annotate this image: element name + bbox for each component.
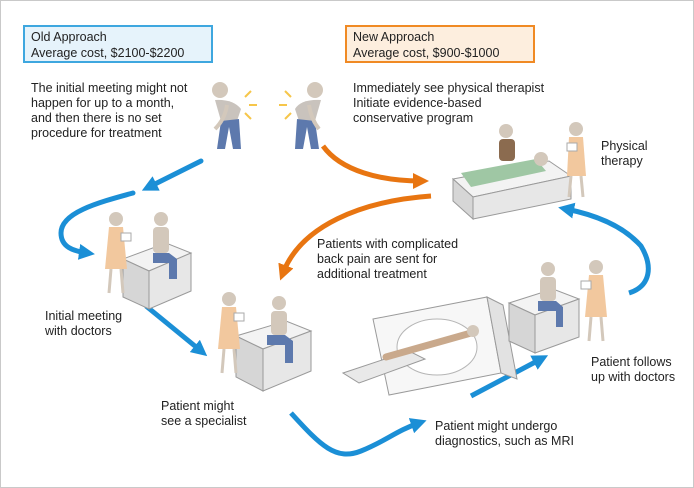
blue-arrow-to-specialist [144,304,208,357]
back-pain-figure-left [212,82,257,149]
new-approach-description: Immediately see physical therapist Initi… [353,81,545,125]
old-approach-title: Old Approach [31,30,107,44]
new-approach-title: New Approach [353,30,435,44]
back-pain-figure-right [279,82,323,149]
diagnostics-label: Patient might undergo diagnostics, such … [435,419,574,448]
physical-therapy-label: Physical therapy [601,139,648,168]
new-approach-cost: Average cost, $900-$1000 [353,46,500,60]
blue-arrow-to-follow-up [469,355,549,399]
old-approach-box: Old Approach Average cost, $2100-$2200 [23,25,213,63]
follow-up-scene [507,260,607,354]
initial-meeting-label: Initial meeting with doctors [45,309,123,338]
blue-arrow-to-diagnostics [289,411,427,457]
specialist-label: Patient might see a specialist [161,399,247,428]
blue-arrow-to-initial-meeting [58,158,204,260]
blue-arrow-to-physical-therapy [558,202,651,296]
complicated-back-pain-label: Patients with complicated back pain are … [317,237,459,281]
specialist-scene [218,292,313,392]
new-approach-box: New Approach Average cost, $900-$1000 [345,25,535,63]
old-approach-cost: Average cost, $2100-$2200 [31,46,185,60]
orange-arrow-to-physical-therapy [320,144,429,189]
physical-therapy-scene [451,122,586,221]
initial-meeting-scene [105,212,193,310]
follow-up-label: Patient follows up with doctors [591,355,676,384]
mri-scene [341,296,518,396]
orange-arrow-to-specialist [278,193,432,281]
old-approach-description: The initial meeting might not happen for… [31,81,188,140]
